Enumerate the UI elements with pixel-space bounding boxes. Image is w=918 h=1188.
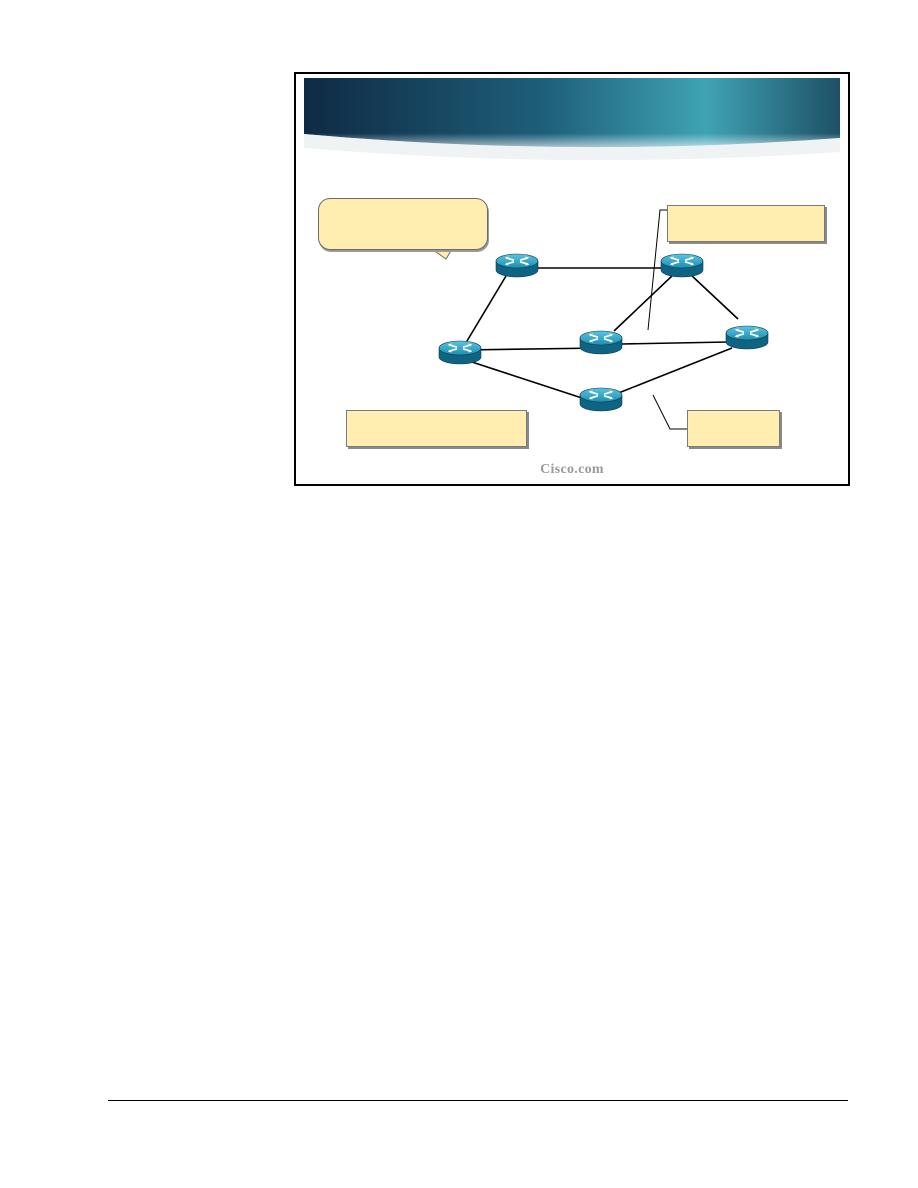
- link-r3-r6: [471, 361, 589, 401]
- callout-box-bottom-right: [687, 410, 780, 447]
- callout-text-top-right: [668, 206, 824, 218]
- speech-bubble-tail: [431, 248, 453, 260]
- callout-box-bottom-left: [346, 410, 527, 447]
- router-icon: [438, 340, 482, 365]
- router-icon: [725, 325, 769, 350]
- cisco-logo-text: Cisco.com: [540, 462, 604, 477]
- leader-top-right: [647, 209, 667, 331]
- callout-leader-lines: [647, 209, 687, 430]
- speech-bubble-text: [319, 199, 487, 211]
- router-icon: [660, 253, 704, 278]
- link-r6-r5: [615, 347, 733, 395]
- router-icon: [495, 253, 539, 278]
- speech-bubble-callout: [318, 198, 488, 250]
- link-r2-r5: [690, 274, 739, 320]
- network-diagram: [431, 209, 769, 430]
- callout-text-bottom-right: [688, 411, 779, 423]
- callout-box-top-right: [667, 205, 825, 242]
- router-icon: [579, 330, 623, 355]
- leader-bottom-right: [652, 394, 687, 430]
- page-footer-rule: [108, 1100, 848, 1101]
- slide-frame: Cisco.com: [294, 72, 850, 486]
- link-r4-r5: [621, 341, 729, 345]
- callout-text-bottom-left: [347, 411, 526, 423]
- link-r2-r4: [613, 274, 674, 332]
- router-icon: [579, 387, 623, 412]
- link-r1-r3: [463, 275, 507, 347]
- routers: [438, 253, 769, 412]
- slide-title-banner: [304, 78, 840, 161]
- link-r3-r4: [463, 347, 603, 351]
